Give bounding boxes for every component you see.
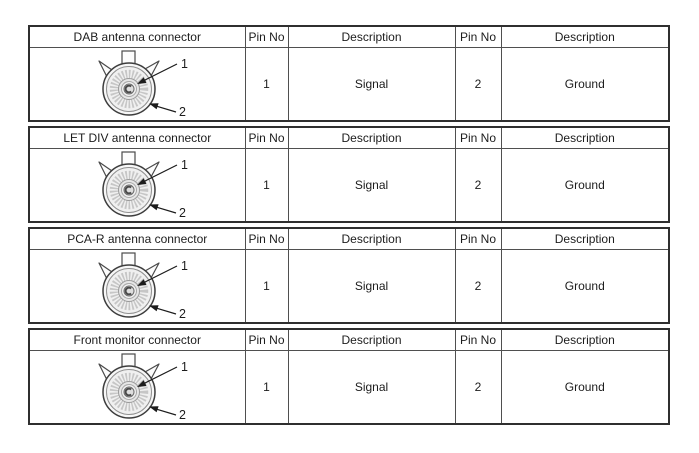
pin-no-header: Pin No [454, 227, 502, 250]
coaxial-antenna-connector-icon: 1 2 [98, 252, 188, 321]
description-header: Description [500, 227, 670, 250]
callout-1-label: 1 [181, 259, 188, 273]
coaxial-antenna-connector-icon: 1 2 [98, 151, 188, 220]
pin-number-cell: 2 [454, 350, 502, 425]
connector-image-cell: 1 2 [28, 47, 246, 122]
description-cell: Signal [287, 350, 456, 425]
connector-image-cell: 1 2 [28, 148, 246, 223]
callout-1-label: 1 [181, 57, 188, 71]
pin-number-cell: 2 [454, 148, 502, 223]
pin-no-header: Pin No [244, 227, 289, 250]
pin-data-row: 1 2 1 Signal 2 Ground [28, 47, 670, 122]
pin-no-header: Pin No [454, 25, 502, 48]
coaxial-antenna-connector-icon: 1 2 [98, 353, 188, 422]
description-header: Description [287, 126, 456, 149]
header-row: LET DIV antenna connector Pin No Descrip… [28, 126, 670, 149]
description-cell: Ground [500, 249, 670, 324]
description-header: Description [500, 328, 670, 351]
callout-2-label: 2 [179, 105, 186, 119]
description-header: Description [500, 126, 670, 149]
connector-name-header: Front monitor connector [28, 328, 246, 351]
callout-1-label: 1 [181, 158, 188, 172]
description-cell: Ground [500, 148, 670, 223]
description-header: Description [287, 328, 456, 351]
pin-no-header: Pin No [454, 328, 502, 351]
connector-name-header: PCA-R antenna connector [28, 227, 246, 250]
connector-name-header: LET DIV antenna connector [28, 126, 246, 149]
pin-number-cell: 1 [244, 47, 289, 122]
pin-data-row: 1 2 1 Signal 2 Ground [28, 249, 670, 324]
pin-no-header: Pin No [454, 126, 502, 149]
header-row: Front monitor connector Pin No Descripti… [28, 328, 670, 351]
description-cell: Signal [287, 148, 456, 223]
pin-number-cell: 1 [244, 249, 289, 324]
coaxial-antenna-connector-icon: 1 2 [98, 50, 188, 119]
description-header: Description [287, 227, 456, 250]
pin-number-cell: 2 [454, 47, 502, 122]
header-row: PCA-R antenna connector Pin No Descripti… [28, 227, 670, 250]
pin-number-cell: 1 [244, 148, 289, 223]
description-cell: Signal [287, 47, 456, 122]
pinout-table-pca-r: PCA-R antenna connector Pin No Descripti… [28, 227, 670, 324]
pinout-table-front-monitor: Front monitor connector Pin No Descripti… [28, 328, 670, 425]
description-cell: Ground [500, 350, 670, 425]
pinout-table-let-div: LET DIV antenna connector Pin No Descrip… [28, 126, 670, 223]
callout-1-label: 1 [181, 360, 188, 374]
pin-no-header: Pin No [244, 328, 289, 351]
callout-2-label: 2 [179, 408, 186, 422]
pin-data-row: 1 2 1 Signal 2 Ground [28, 350, 670, 425]
connector-image-cell: 1 2 [28, 249, 246, 324]
pin-no-header: Pin No [244, 126, 289, 149]
description-header: Description [500, 25, 670, 48]
description-cell: Signal [287, 249, 456, 324]
description-cell: Ground [500, 47, 670, 122]
callout-2-label: 2 [179, 307, 186, 321]
pin-no-header: Pin No [244, 25, 289, 48]
connector-name-header: DAB antenna connector [28, 25, 246, 48]
description-header: Description [287, 25, 456, 48]
pin-data-row: 1 2 1 Signal 2 Ground [28, 148, 670, 223]
pinout-table-dab: DAB antenna connector Pin No Description… [28, 25, 670, 122]
pin-number-cell: 1 [244, 350, 289, 425]
pin-number-cell: 2 [454, 249, 502, 324]
callout-2-label: 2 [179, 206, 186, 220]
connector-image-cell: 1 2 [28, 350, 246, 425]
header-row: DAB antenna connector Pin No Description… [28, 25, 670, 48]
